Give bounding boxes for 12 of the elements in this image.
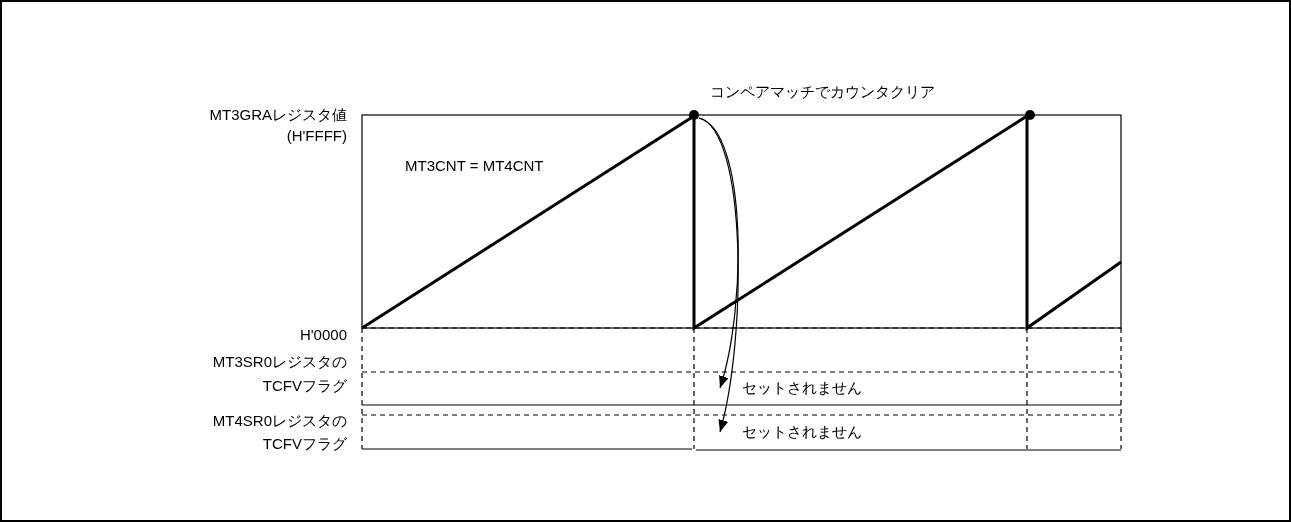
chart-label: H'0000 [299,326,347,344]
chart-label: MT3CNT = MT4CNT [405,157,544,175]
chart-label: MT3GRAレジスタ値 [209,106,347,124]
status-text: セットされません [720,379,862,397]
chart-label: TCFVフラグ [262,435,347,453]
chart-label: MT4SR0レジスタの [212,412,347,430]
chart-label: (H'FFFF) [286,127,347,145]
chart-label: TCFVフラグ [262,377,347,395]
status-text: セットされません [720,423,862,441]
chart-label: コンペアマッチでカウンタクリア [710,83,935,101]
compare-match-dot [689,110,699,120]
chart-label: MT3SR0レジスタの [212,353,347,371]
